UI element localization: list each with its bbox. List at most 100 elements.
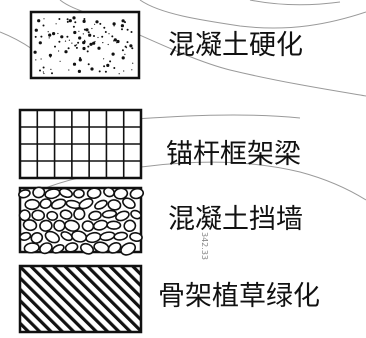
speckle-dot [73,63,75,65]
cobblestone [73,207,86,221]
speckle-dot [113,25,115,27]
speckle-dot [121,19,125,23]
speckle-dot [43,72,45,75]
speckle-dot [37,19,41,23]
speckle-dot [104,31,107,33]
speckle-dot [124,53,126,56]
cobblestone [78,198,94,210]
legend-label-skeleton-grass-greening: 骨架植草绿化 [158,281,320,312]
speckle-dot [78,30,80,32]
cobblestone [64,219,80,232]
speckle-dot [47,31,49,33]
speckle-dot [93,35,95,37]
cobblestone [32,186,46,199]
speckle-dot [126,41,129,44]
speckle-dot [103,65,106,68]
speckle-dot [68,69,70,71]
speckle-dot [86,50,89,53]
cobblestone [46,210,59,221]
speckle-dot [116,42,118,44]
cobblestone [30,232,44,244]
speckle-dot [58,50,60,52]
cobblestone-icon [18,186,145,256]
speckle-dot [94,40,96,43]
cobblestone [129,187,145,200]
speckle-dot [84,39,86,41]
cobblestone [60,231,73,242]
speckle-dot [48,37,50,39]
cobblestone [101,209,118,219]
speckle-dot [129,44,133,48]
speckle-dot [58,40,61,43]
speckle-dot [33,50,37,54]
speckle-dot [73,30,77,35]
speckle-dot [116,39,120,44]
cobblestone [129,232,143,242]
speckle-dot [34,35,37,38]
speckle-dot [90,67,94,71]
cobblestone [53,219,66,232]
cobblestone [18,209,31,222]
speckle-dot [34,28,38,32]
diagonal-hatch-icon [18,264,143,334]
speckle-dot [55,23,57,25]
speckle-dot [101,35,104,38]
speckle-dot [125,47,128,49]
speckle-dot [77,41,80,44]
speckle-dot [83,18,86,20]
speckle-dot [131,47,134,50]
cobblestone [106,220,122,230]
cobblestone [86,187,102,200]
speckle-dot [89,42,93,46]
speckle-icon [29,10,141,80]
cobblestone [51,244,65,254]
speckle-dot [39,69,41,72]
speckle-dot [48,33,52,37]
speckle-dot [132,62,134,64]
speckle-dot [71,42,73,44]
cobblestone [23,242,40,254]
speckle-dot [94,23,96,25]
speckle-dot [78,36,82,40]
speckle-dot [42,66,45,69]
cobblestone [80,242,94,255]
speckle-dot [78,58,82,62]
speckle-dot [88,33,92,37]
cobblestone [18,189,31,199]
speckle-dot [43,18,45,20]
speckle-dot [51,72,53,75]
speckle-dot [106,63,110,67]
speckle-dot [113,38,117,42]
speckle-dot [83,40,86,43]
speckle-dot [54,45,56,48]
speckle-dot [66,35,69,38]
contour-line-4 [249,0,341,6]
cobblestone [39,219,53,232]
speckle-dot [87,31,90,34]
speckle-dot [124,45,127,48]
cobblestone [44,230,60,244]
cobblestone [39,242,53,255]
speckle-dot [42,24,45,27]
speckle-dot [72,25,75,28]
speckle-dot [82,46,86,51]
speckle-dot [58,18,61,20]
speckle-dot [124,21,126,24]
speckle-dot [38,41,42,45]
cobblestone [130,209,142,220]
speckle-dot [104,70,107,73]
speckle-dot [87,45,90,48]
speckle-dot [118,73,120,75]
cobblestone [113,231,129,241]
cobblestone [22,219,38,232]
speckle-dot [126,28,129,31]
cobblestone [120,242,137,256]
cobblestone [113,187,129,200]
cobblestone [19,231,32,241]
speckle-dot [107,43,109,46]
speckle-dot [131,69,133,71]
speckle-dot [121,49,124,52]
speckle-dot [111,35,114,38]
cobblestone [107,199,122,211]
speckle-dot [98,70,101,73]
